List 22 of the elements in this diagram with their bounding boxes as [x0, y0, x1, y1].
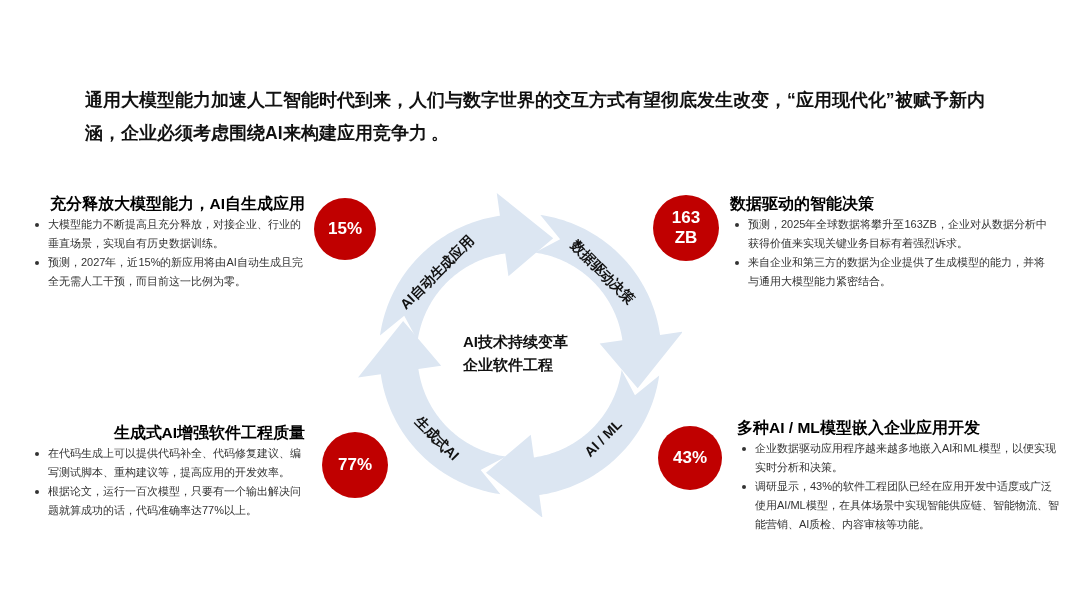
segment-label: AI自动生成应用	[396, 231, 478, 313]
stat-value: 15%	[328, 219, 362, 239]
bullet-text: 大模型能力不断提高且充分释放，对接企业、行业的垂直场景，实现自有历史数据训练。	[48, 217, 302, 251]
bullet-text: 企业数据驱动应用程序越来越多地嵌入AI和ML模型，以便实现实时分析和决策。	[755, 441, 1057, 475]
segment-label: AI / ML	[580, 415, 625, 460]
bullet-text: 根据论文，运行一百次模型，只要有一个输出解决问题就算成功的话，代码准确率达77%以上。	[48, 484, 302, 518]
center-text: AI技术持续变革企业软件工程	[463, 332, 569, 375]
section-heading: 生成式AI增强软件工程质量	[112, 423, 305, 443]
stat-value: 163 ZB	[670, 208, 702, 248]
bullet-text: 在代码生成上可以提供代码补全、代码修复建议、编写测试脚本、重构建议等，提高应用的开发效率。	[48, 446, 302, 480]
stat-value: 43%	[673, 448, 707, 468]
section-heading: 多种AI / ML模型嵌入企业应用开发	[737, 418, 981, 438]
stat-value: 77%	[338, 455, 372, 475]
section-heading: 数据驱动的智能决策	[730, 194, 875, 214]
section-heading: 充分释放大模型能力，AI自生成应用	[48, 194, 305, 214]
title-text: 通用大模型能力加速人工智能时代到来，人们与数字世界的交互方式有望彻底发生改变，“应用现代化”被赋予新内涵，企业必须考虑围绕AI来构建应用竞争力 。	[85, 89, 986, 145]
segment-label: 生成式AI	[411, 412, 463, 464]
segment-label: 数据驱动决策	[567, 236, 639, 308]
bullet-text: 来自企业和第三方的数据为企业提供了生成模型的能力，并将与通用大模型能力紧密结合。	[748, 255, 1046, 289]
bullet-text: 预测，2025年全球数据将攀升至163ZB，企业对从数据分析中获得价值来实现关键业务目标有着强烈诉求。	[748, 217, 1048, 251]
bullet-text: 调研显示，43%的软件工程团队已经在应用开发中适度或广泛使用AI/ML模型，在具体场景中实现智能供应链、智能物流、智能营销、AI质检、内容审核等功能。	[755, 479, 1060, 532]
bullet-text: 预测，2027年，近15%的新应用将由AI自动生成且完全无需人工干预，而目前这一比例为零。	[48, 255, 304, 289]
